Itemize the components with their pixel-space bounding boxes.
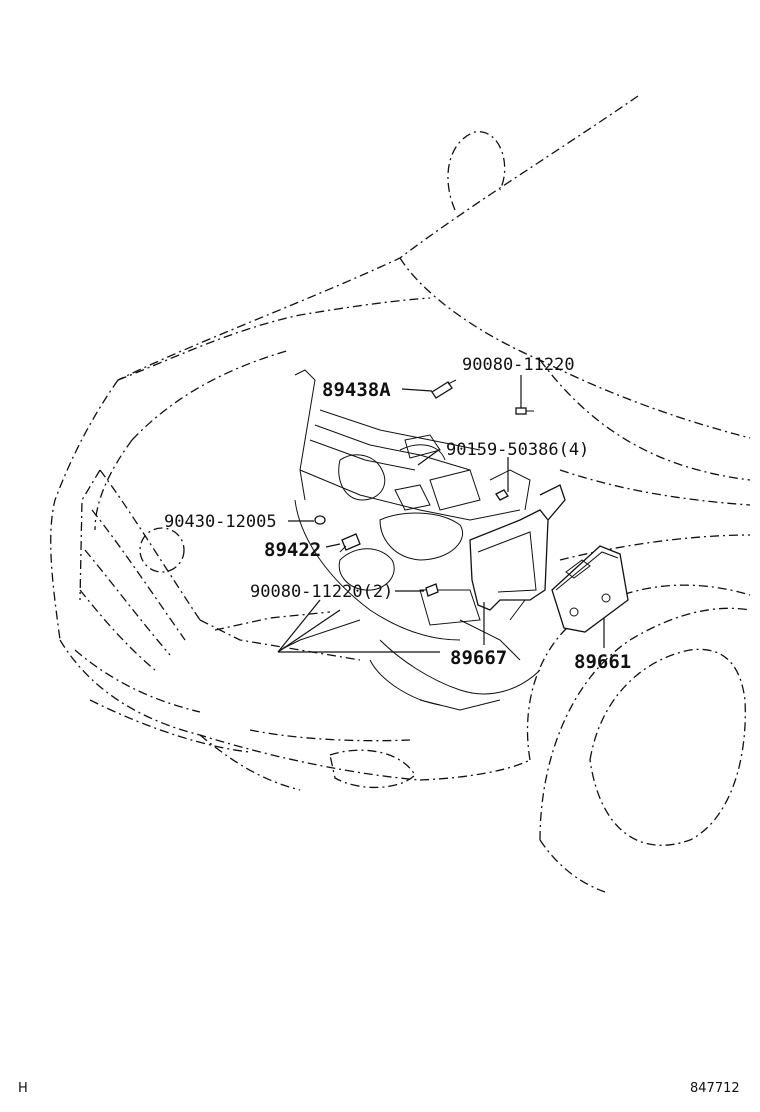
label-89667: 89667 [450,647,507,669]
bracket-89667 [469,484,566,611]
label-90430-12005: 90430-12005 [164,512,277,532]
label-90159-50386: 90159-50386(4) [446,440,589,460]
label-90080-11220-2: 90080-11220(2) [250,582,393,602]
bolt-90080-top [515,407,534,415]
sensor-89422 [339,533,361,553]
vehicle-outline [50,95,751,893]
label-90080-11220: 90080-11220 [462,355,575,375]
part-labels: 89438A 90080-11220 90159-50386(4) 90430-… [164,355,631,673]
corner-code-left: H [18,1081,28,1096]
label-89661: 89661 [574,651,631,673]
label-89422: 89422 [264,539,321,561]
diagram-number: 847712 [690,1081,740,1096]
sensor-89438a [431,379,457,399]
gasket-90430 [314,515,326,525]
ecu-89661 [551,545,629,633]
leader-lines [277,375,605,653]
bolt-90159 [495,489,509,501]
bolt-90080-lower [425,583,439,597]
label-89438a: 89438A [322,379,391,401]
